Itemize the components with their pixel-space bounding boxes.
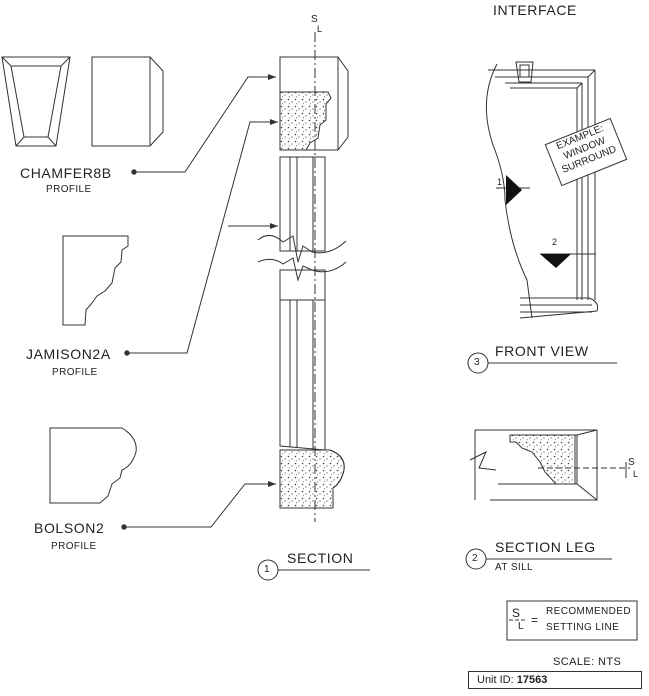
- unit-id-value: 17563: [516, 674, 548, 686]
- chamfer-front-view: [1, 56, 71, 147]
- marker-1-number: 1: [264, 564, 270, 575]
- at-sill-label: AT SILL: [495, 562, 534, 573]
- interface-title: INTERFACE: [493, 2, 577, 18]
- marker-1-tag: 1: [497, 177, 503, 187]
- break-line: [257, 235, 347, 282]
- section-top-stipple: [279, 91, 332, 151]
- bolson-label: BOLSON2: [34, 520, 105, 536]
- section-leg-stipple: [509, 434, 576, 485]
- chamfer-side-view: [91, 56, 164, 147]
- sl-sub-label: L: [317, 24, 323, 34]
- unit-id-label: Unit ID:: [477, 674, 514, 686]
- legend-s: S: [512, 606, 521, 620]
- section-marker-2-triangle: [540, 254, 571, 268]
- front-view-drawing: [485, 61, 599, 319]
- jamison-profile-label: PROFILE: [52, 367, 98, 378]
- jamison-label: JAMISON2A: [26, 346, 111, 362]
- marker-2-number: 2: [472, 553, 478, 564]
- sl-leg-s: S: [628, 457, 636, 468]
- bolson-profile-shape: [49, 427, 137, 504]
- leader-jamison: [127, 119, 278, 354]
- leader-bolson: [124, 481, 276, 528]
- scale-label: SCALE: NTS: [553, 656, 622, 668]
- legend-l: L: [518, 621, 524, 632]
- jamison-profile-shape: [62, 235, 129, 326]
- section-leg-title: SECTION LEG: [495, 539, 596, 555]
- example-callout: [544, 117, 628, 187]
- section-bottom-stipple: [279, 449, 345, 509]
- sl-top-label: S: [311, 14, 319, 25]
- chamfer-label: CHAMFER8B: [20, 165, 112, 181]
- legend-equals: =: [531, 613, 539, 627]
- sl-leg-l: L: [633, 469, 639, 479]
- section-title: SECTION: [287, 550, 354, 566]
- unit-id-box: Unit ID: 17563: [468, 671, 642, 689]
- section-marker-1-triangle: [506, 175, 522, 205]
- marker-2-tag: 2: [552, 237, 558, 247]
- front-view-title: FRONT VIEW: [495, 343, 589, 359]
- chamfer-profile-label: PROFILE: [46, 184, 92, 195]
- leader-chamfer: [134, 74, 276, 173]
- bolson-profile-label: PROFILE: [51, 541, 97, 552]
- legend-box: [506, 600, 638, 641]
- legend-line-2: SETTING LINE: [546, 622, 620, 633]
- legend-line-1: RECOMMENDED: [546, 606, 631, 617]
- marker-3-number: 3: [474, 357, 480, 368]
